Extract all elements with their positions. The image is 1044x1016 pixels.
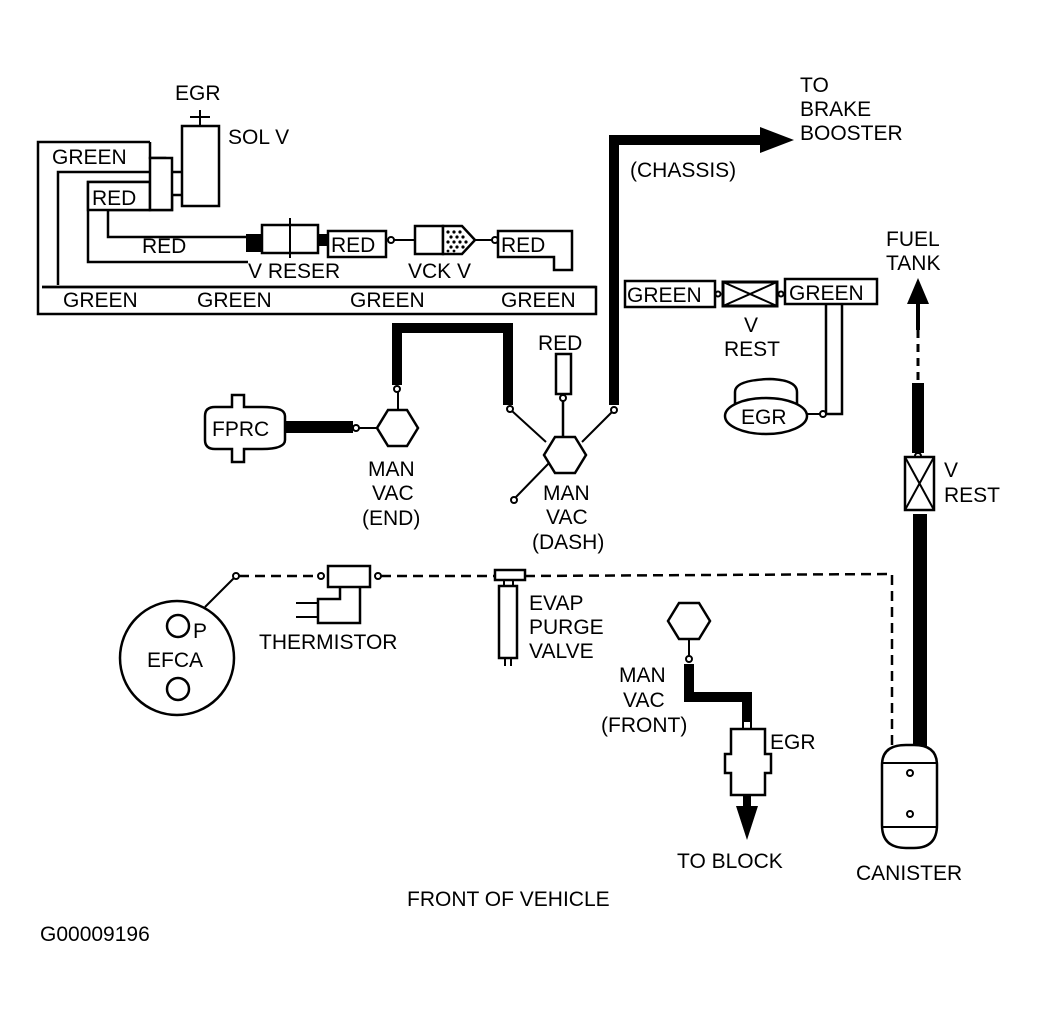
label-fprc: FPRC [212, 418, 269, 441]
label-man-vac-dash-3: (DASH) [532, 531, 604, 554]
label-to: TO [800, 74, 829, 97]
label-v-rest-canister-rest: REST [944, 484, 1000, 507]
fuel-tank-hose [903, 278, 936, 746]
efca-body [118, 599, 236, 717]
egr-vacuum-restrictor [623, 277, 879, 436]
thermistor-body [326, 564, 372, 589]
label-man-vac-front-3: (FRONT) [601, 714, 687, 737]
front-of-vehicle-label: FRONT OF VEHICLE [407, 888, 610, 911]
vacuum-check-valve [413, 224, 445, 256]
label-v-rest-v: V [744, 314, 758, 337]
label-evap-1: EVAP [529, 592, 583, 615]
label-man-vac-end-2: VAC [372, 482, 414, 505]
canister-body [880, 743, 939, 850]
label-green-bottom-3: GREEN [350, 289, 425, 312]
label-sol-v: SOL V [228, 126, 289, 149]
egr-solenoid-harness [36, 110, 598, 316]
man-vac-end-fitting [375, 408, 420, 448]
label-canister: CANISTER [856, 862, 962, 885]
label-man-vac-dash-1: MAN [543, 482, 590, 505]
label-man-vac-end-3: (END) [362, 507, 420, 530]
label-efca-p: P [193, 620, 207, 643]
label-evap-3: VALVE [529, 640, 594, 663]
evap-purge-valve-body [497, 584, 519, 660]
label-egr-front: EGR [770, 731, 816, 754]
label-red-inner: RED [92, 187, 136, 210]
red-tag-inner [86, 180, 152, 212]
label-tank: TANK [886, 252, 940, 275]
label-egr-sol: EGR [175, 82, 221, 105]
label-evap-2: PURGE [529, 616, 604, 639]
red-hose-inner-loop-2 [106, 208, 248, 239]
man-vac-dash-fitting [542, 435, 588, 475]
egr-sol-v-body [180, 124, 221, 208]
green-tag-vrest-right [783, 277, 879, 306]
label-red-dash: RED [538, 332, 582, 355]
label-vck-v: VCK V [408, 260, 471, 283]
label-efca: EFCA [147, 649, 203, 672]
label-red-hose: RED [142, 235, 186, 258]
label-green-top: GREEN [52, 146, 127, 169]
label-red-reser: RED [331, 234, 375, 257]
label-man-vac-dash-2: VAC [546, 506, 588, 529]
check-valve-mesh [446, 230, 468, 253]
egr-valve-top [733, 377, 799, 405]
evap-purge-dashed-line [204, 564, 894, 751]
label-green-bottom-4: GREEN [501, 289, 576, 312]
brake-booster-hose [609, 127, 794, 414]
efca-unit [118, 599, 236, 717]
label-man-vac-front-1: MAN [619, 664, 666, 687]
evap-purge-valve-cap [493, 568, 527, 582]
label-v-rest-rest: REST [724, 338, 780, 361]
arrow-to-fuel-tank [907, 278, 929, 304]
figure-id: G00009196 [40, 923, 150, 946]
manifold-vacuum-group [203, 323, 613, 504]
label-v-reser: V RESER [248, 260, 340, 283]
red-tag-dash [554, 352, 573, 396]
label-chassis: (CHASSIS) [630, 159, 736, 182]
arrow-to-brake-booster [760, 127, 794, 153]
canister [880, 743, 939, 850]
label-green-bottom-2: GREEN [197, 289, 272, 312]
label-v-rest-canister-v: V [944, 459, 958, 482]
red-tag-reser [326, 229, 388, 259]
efca-port-lower [165, 676, 191, 702]
label-brake: BRAKE [800, 98, 871, 121]
fprc-body [203, 393, 287, 464]
arrow-to-block [736, 806, 758, 840]
efca-port-p [165, 613, 191, 639]
label-green-bottom-1: GREEN [63, 289, 138, 312]
man-vac-front-group [666, 601, 773, 840]
label-man-vac-end-1: MAN [368, 458, 415, 481]
label-green-vrest-right: GREEN [789, 282, 864, 305]
label-green-vrest-left: GREEN [627, 284, 702, 307]
label-to-block: TO BLOCK [677, 850, 783, 873]
egr-front-body [723, 727, 773, 797]
label-thermistor: THERMISTOR [259, 631, 397, 654]
red-tag-vck [496, 229, 574, 272]
man-vac-front-fitting [666, 601, 712, 641]
label-booster: BOOSTER [800, 122, 903, 145]
egr-valve-ellipse [723, 396, 809, 436]
label-red-vck: RED [501, 234, 545, 257]
label-egr-valve: EGR [741, 406, 787, 429]
label-man-vac-front-2: VAC [623, 689, 665, 712]
green-hose-inner [56, 170, 150, 285]
label-fuel: FUEL [886, 228, 940, 251]
green-tag-vrest-left [623, 279, 717, 309]
